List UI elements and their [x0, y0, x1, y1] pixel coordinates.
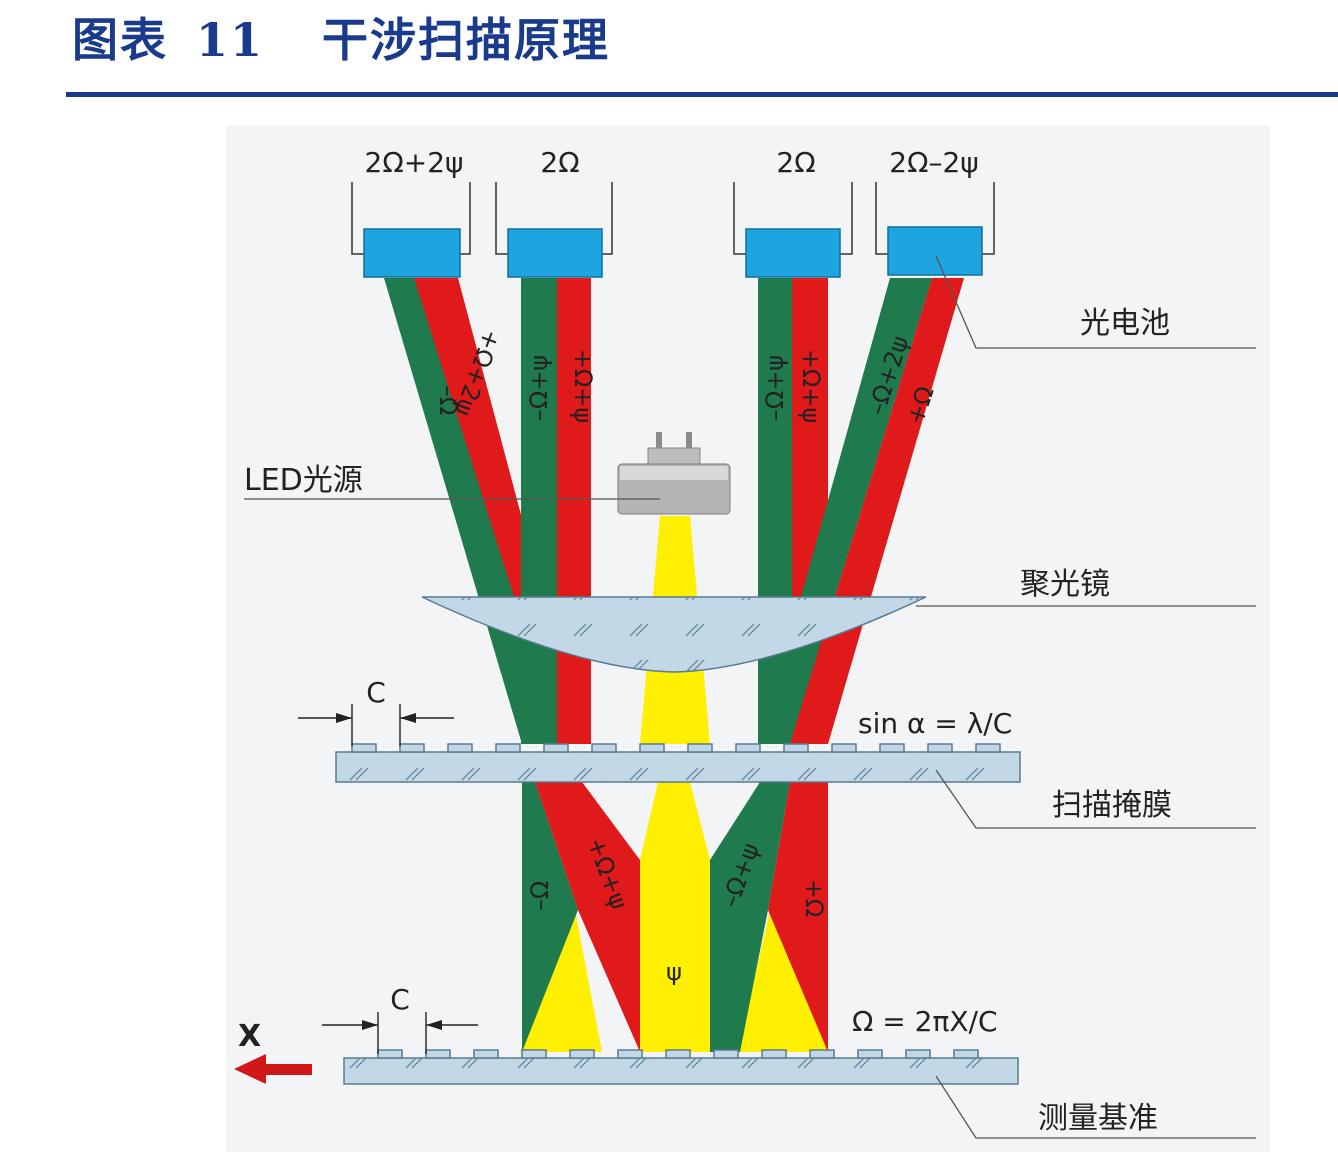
- figure-number: 11: [196, 13, 265, 67]
- scale-period-label: C: [390, 983, 410, 1016]
- scale-leader: [935, 1075, 1256, 1139]
- title-rule: [66, 92, 1338, 97]
- scanning-mask: [335, 743, 1021, 783]
- figure-caption: 干涉扫描原理: [322, 13, 611, 67]
- detector-1-label: 2Ω+2ψ: [365, 146, 464, 179]
- led-source-label: LED光源: [244, 463, 363, 498]
- beam1-green-label: –Ω: [434, 385, 462, 415]
- detector-4-label: 2Ω–2ψ: [889, 146, 979, 179]
- beam2-red-label: +Ω+ψ: [569, 349, 597, 423]
- callout-lines: [244, 255, 1256, 1139]
- lower-center-yellow-label: ψ: [666, 958, 682, 986]
- figure-label: 图表: [72, 13, 168, 67]
- figure-title: 图表 11 干涉扫描原理: [72, 4, 610, 70]
- beam3-red-label: +Ω+ψ: [797, 349, 825, 423]
- condenser-lens-label: 聚光镜: [1020, 567, 1110, 602]
- lower-center-yellow-beam: [640, 782, 710, 1052]
- photocell-leader: [935, 255, 1256, 349]
- lower-left-green-label: –Ω: [526, 881, 554, 911]
- detector-2-label: 2Ω: [540, 146, 579, 179]
- lower-right-green-beam: [710, 782, 790, 1052]
- detector-2: [495, 182, 613, 278]
- detector-3: [733, 182, 853, 278]
- lower-right-red-beam: [768, 782, 828, 1052]
- detector-4: [875, 182, 995, 276]
- lower-left-red-beam: [535, 782, 640, 1052]
- direction-arrow: [234, 1054, 312, 1084]
- lower-left-green-beam: [522, 782, 578, 1052]
- measuring-standard: [343, 1049, 1019, 1085]
- beam2-green-label: –Ω+ψ: [525, 355, 553, 421]
- lower-right-yellow-beam: [738, 910, 830, 1052]
- detectors: [351, 182, 995, 278]
- beam2-green: [521, 278, 557, 744]
- direction-label: X: [238, 1019, 261, 1054]
- mask-leader: [935, 769, 1256, 829]
- scale-equation: Ω = 2πX/C: [852, 1005, 998, 1038]
- mask-equation: sin α = λ/C: [858, 707, 1012, 740]
- mask-grating-teeth: [351, 743, 1001, 753]
- detector-1: [351, 182, 471, 278]
- lower-beams: [520, 782, 830, 1052]
- scale-grating-teeth: [377, 1049, 979, 1059]
- detector-3-label: 2Ω: [776, 146, 815, 179]
- mask-period-label: C: [366, 676, 386, 709]
- scale-period-dimension: [322, 1012, 478, 1054]
- lower-right-red-label: +Ω: [800, 879, 828, 917]
- led-source: [617, 432, 731, 515]
- beam3-green-label: –Ω+ψ: [761, 355, 789, 421]
- mask-period-dimension: [298, 704, 454, 746]
- lower-left-yellow-beam: [520, 910, 602, 1052]
- measuring-standard-label: 测量基准: [1038, 1101, 1158, 1136]
- beam2-red: [557, 278, 591, 744]
- photocell-label: 光电池: [1080, 306, 1170, 341]
- scanning-mask-label: 扫描掩膜: [1052, 788, 1172, 823]
